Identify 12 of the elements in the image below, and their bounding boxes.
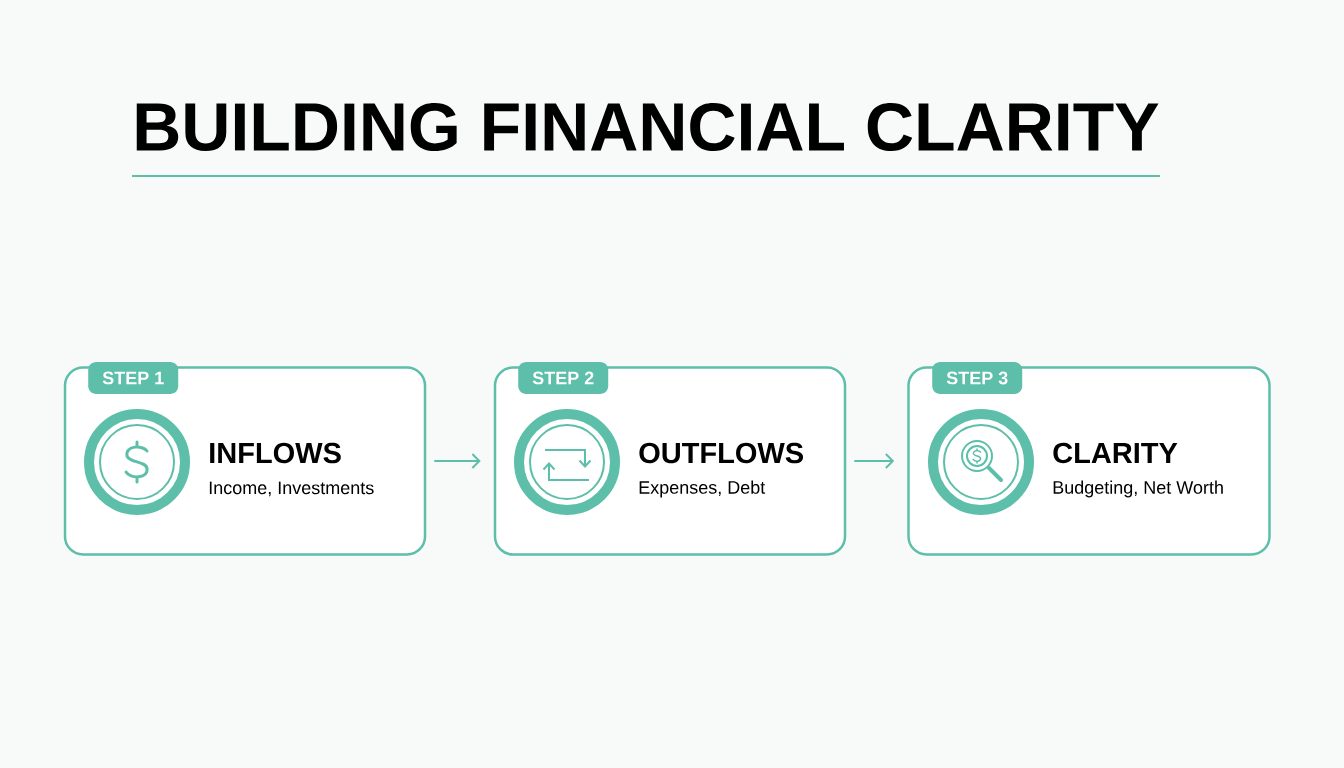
- title: BUILDING FINANCIAL CLARITY: [136, 102, 1159, 152]
- step-description: Budgeting, Net Worth: [1053, 480, 1223, 498]
- step-heading: OUTFLOWS: [639, 442, 803, 464]
- step-badge: STEP 3: [932, 362, 1023, 394]
- step-heading: CLARITY: [1053, 442, 1178, 464]
- arrow: [433, 453, 481, 469]
- step-description: Income, Investments: [209, 481, 374, 497]
- step-badge: STEP 2: [518, 362, 609, 394]
- step-description: Expenses, Debt: [639, 480, 766, 498]
- step-heading: INFLOWS: [210, 442, 341, 464]
- arrow: [853, 453, 895, 469]
- step-badge: STEP 1: [88, 362, 179, 394]
